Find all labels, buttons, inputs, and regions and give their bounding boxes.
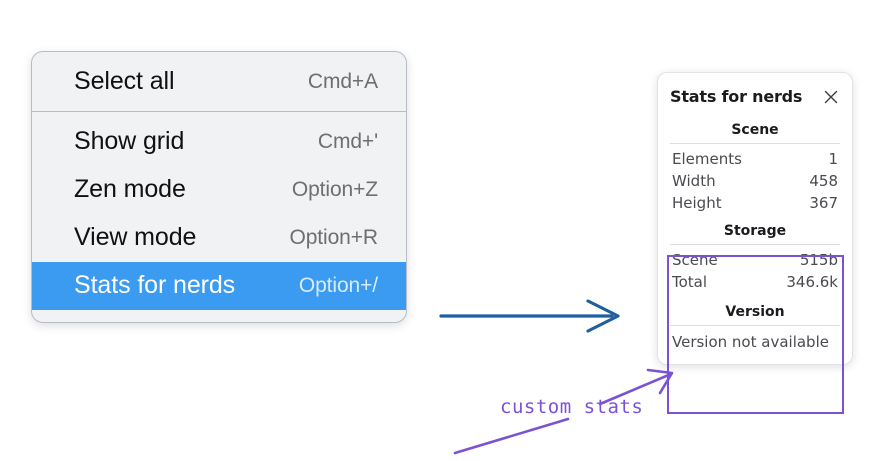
- menu-item-shortcut: Option+/: [298, 273, 378, 297]
- blue-arrow: [439, 299, 620, 333]
- section-divider: [670, 244, 840, 245]
- stats-row: Height 367: [668, 192, 842, 214]
- menu-item-select-all[interactable]: Select all Cmd+A: [32, 58, 406, 106]
- stats-row-key: Total: [672, 273, 708, 291]
- context-menu[interactable]: Select all Cmd+A Show grid Cmd+' Zen mod…: [31, 51, 407, 323]
- stats-row-value: 367: [809, 194, 838, 212]
- menu-item-label: Stats for nerds: [74, 270, 236, 299]
- stats-row: Width 458: [668, 170, 842, 192]
- stats-section-storage: Storage Scene 515b Total 346.6k: [668, 221, 842, 293]
- custom-stats-annotation-label: custom stats: [500, 396, 644, 418]
- menu-group-2: Show grid Cmd+' Zen mode Option+Z View m…: [32, 118, 406, 310]
- section-heading: Version: [725, 304, 785, 320]
- stats-row: Total 346.6k: [668, 271, 842, 293]
- menu-item-view-mode[interactable]: View mode Option+R: [32, 214, 406, 262]
- menu-group-1: Select all Cmd+A: [32, 58, 406, 106]
- section-heading: Storage: [723, 223, 787, 239]
- stats-row-key: Scene: [672, 251, 718, 269]
- section-divider: [670, 143, 840, 144]
- menu-item-shortcut: Option+R: [289, 225, 378, 249]
- stats-row-value: 346.6k: [786, 273, 838, 291]
- menu-item-label: Show grid: [74, 126, 185, 155]
- purple-underline-stroke: [453, 417, 570, 455]
- menu-item-shortcut: Cmd+A: [307, 69, 378, 93]
- menu-item-zen-mode[interactable]: Zen mode Option+Z: [32, 166, 406, 214]
- section-divider: [670, 325, 840, 326]
- stats-row-key: Height: [672, 194, 722, 212]
- version-not-available-text: Version not available: [672, 333, 829, 351]
- stats-section-scene: Scene Elements 1 Width 458 Height 367: [668, 120, 842, 214]
- menu-item-show-grid[interactable]: Show grid Cmd+': [32, 118, 406, 166]
- stats-row: Elements 1: [668, 148, 842, 170]
- stats-row-key: Elements: [672, 150, 742, 168]
- stats-row-value: 1: [828, 150, 838, 168]
- section-heading: Scene: [731, 122, 779, 138]
- menu-item-shortcut: Option+Z: [291, 177, 378, 201]
- stats-row: Scene 515b: [668, 249, 842, 271]
- stats-for-nerds-panel: Stats for nerds Scene Elements 1 Width 4…: [657, 72, 853, 365]
- menu-item-stats-for-nerds[interactable]: Stats for nerds Option+/: [32, 262, 406, 310]
- menu-item-shortcut: Cmd+': [317, 129, 378, 153]
- menu-item-label: Select all: [74, 66, 175, 95]
- stats-row-value: 515b: [799, 251, 838, 269]
- panel-title: Stats for nerds: [670, 87, 803, 106]
- stats-section-version: Version Version not available: [668, 302, 842, 352]
- menu-item-label: Zen mode: [74, 174, 186, 203]
- stats-row-value: 458: [809, 172, 838, 190]
- close-icon[interactable]: [822, 88, 840, 106]
- panel-header: Stats for nerds: [668, 87, 842, 106]
- stats-row-key: Width: [672, 172, 716, 190]
- menu-item-label: View mode: [74, 222, 197, 251]
- menu-separator: [32, 111, 406, 112]
